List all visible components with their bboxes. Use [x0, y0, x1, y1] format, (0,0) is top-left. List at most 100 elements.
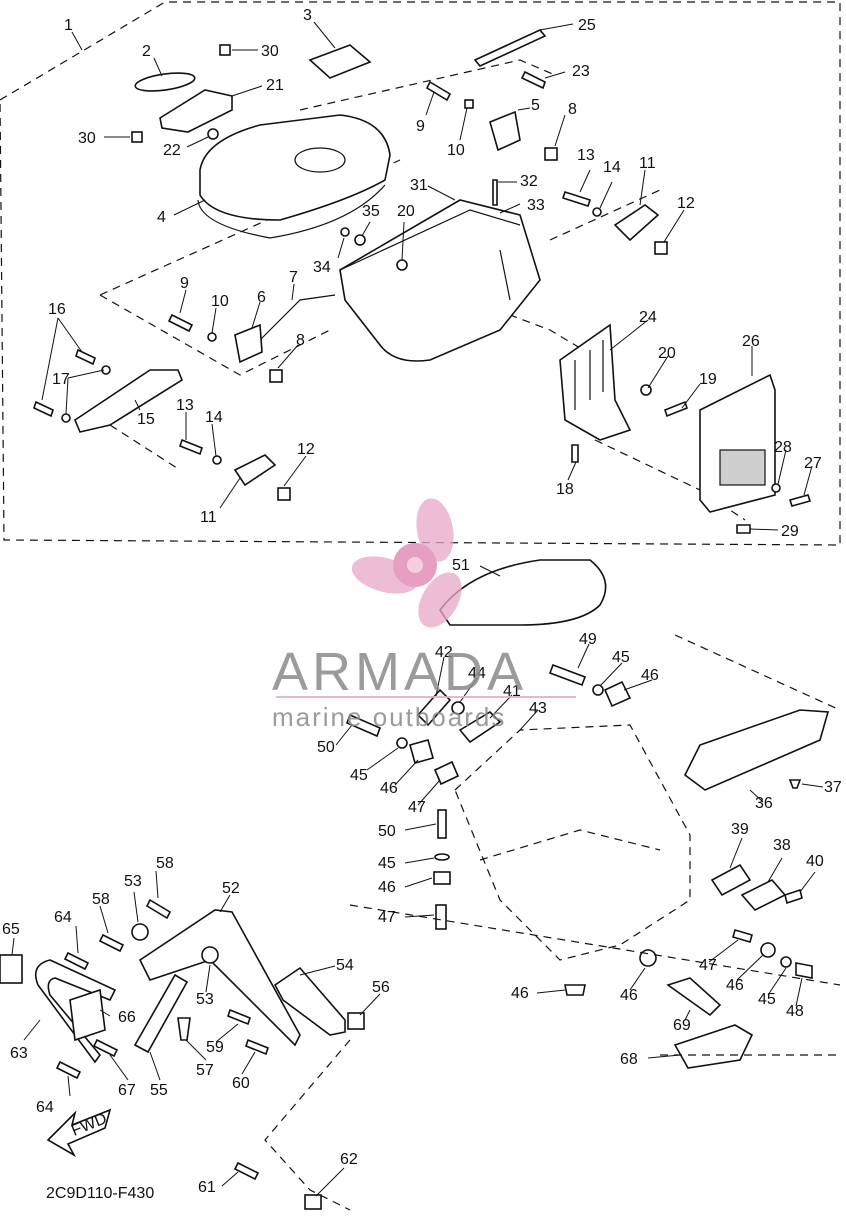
part-8-nut-b	[269, 369, 283, 383]
part-62-cap	[304, 1194, 322, 1210]
callout-22: 22	[163, 142, 181, 159]
part-21-lock	[159, 89, 233, 133]
callout-62: 62	[340, 1151, 358, 1168]
part-11-bracket-b	[233, 454, 277, 487]
callout-44: 44	[468, 665, 486, 682]
part-6-latch	[234, 323, 263, 364]
part-15-mount-bracket	[74, 369, 183, 433]
part-31-case-edge	[339, 209, 521, 271]
callout-47: 47	[699, 957, 717, 974]
callout-45: 45	[378, 855, 396, 872]
callout-50: 50	[317, 739, 335, 756]
part-42-bracket	[416, 688, 452, 727]
part-61-bolt	[233, 1161, 260, 1181]
part-50-bolt-a	[345, 713, 382, 738]
part-12-nut	[654, 241, 668, 255]
part-2-seal	[134, 72, 196, 92]
callout-45: 45	[758, 991, 776, 1008]
part-54-bracket	[273, 966, 346, 1036]
part-29-bolt	[736, 524, 751, 534]
part-45-washer-c	[434, 853, 450, 861]
upper-assembly-border	[0, 1, 841, 546]
part-8-nut	[544, 147, 558, 161]
callout-28: 28	[774, 439, 792, 456]
part-30-clip	[219, 44, 231, 56]
part-47-spacer-b	[435, 904, 447, 930]
callout-24: 24	[639, 309, 657, 326]
callout-68: 68	[620, 1051, 638, 1068]
part-14-washer-b	[212, 455, 222, 465]
callout-51: 51	[452, 557, 470, 574]
part-4-saddlebag-lid	[199, 114, 391, 221]
part-3-plate	[308, 44, 372, 79]
callout-69: 69	[673, 1017, 691, 1034]
part-17-washer	[61, 413, 71, 423]
callout-54: 54	[336, 957, 354, 974]
callout-15: 15	[137, 411, 155, 428]
part-58-bolt-b	[98, 933, 125, 953]
part-35-grommet	[354, 234, 366, 246]
part-13-bolt-b	[179, 438, 203, 456]
callout-20: 20	[658, 345, 676, 362]
part-11-bracket	[613, 204, 660, 242]
part-46-bushing-a	[603, 680, 632, 708]
part-40-bolt	[784, 888, 803, 905]
part-47-spacer-c	[732, 929, 753, 943]
part-13-bolt	[561, 190, 592, 208]
part-20-washer	[396, 259, 408, 271]
callout-66: 66	[118, 1009, 136, 1026]
part-case-lower-body	[454, 724, 691, 961]
callout-13: 13	[577, 147, 595, 164]
part-52-mounting-stay	[138, 909, 301, 1047]
callout-39: 39	[731, 821, 749, 838]
callout-48: 48	[786, 1003, 804, 1020]
callout-30: 30	[78, 130, 96, 147]
callout-11: 11	[200, 509, 217, 526]
diagram-code: 2C9D110-F430	[46, 1185, 154, 1202]
part-26-side-panel	[699, 373, 776, 513]
part-41-clamp	[458, 710, 502, 744]
part-10-washer	[464, 99, 474, 109]
part-44-washer	[451, 701, 465, 715]
callout-34: 34	[313, 259, 331, 276]
callout-30: 30	[261, 43, 279, 60]
part-63-guard-bar	[34, 959, 117, 1064]
callout-42: 42	[435, 644, 453, 661]
part-32-pin	[492, 179, 498, 206]
callout-53: 53	[196, 991, 214, 1008]
callout-16: 16	[48, 301, 66, 318]
part-30-clip	[131, 131, 143, 143]
callout-12: 12	[297, 441, 315, 458]
part-46-bushing-f	[564, 984, 586, 996]
callout-37: 37	[824, 779, 842, 796]
callout-10: 10	[447, 142, 465, 159]
part-55-brace	[133, 973, 189, 1054]
callout-65: 65	[2, 921, 20, 938]
callout-46: 46	[511, 985, 529, 1002]
callout-2: 2	[142, 43, 151, 60]
callout-55: 55	[150, 1082, 168, 1099]
part-60-bolt	[245, 1038, 269, 1056]
part-16-bolt	[75, 348, 96, 366]
part-7-cable	[254, 294, 336, 346]
part-46-bushing-c	[433, 871, 451, 885]
part-9-bolt	[425, 80, 452, 102]
callout-14: 14	[603, 159, 621, 176]
part-22-washer	[207, 128, 219, 140]
part-39-gasket	[710, 863, 752, 897]
watermark-brand: ARMADA	[272, 642, 527, 702]
callout-59: 59	[206, 1039, 224, 1056]
part-31-saddlebag-case	[339, 199, 541, 362]
guide-line	[349, 904, 841, 986]
part-26-grille	[719, 449, 766, 486]
part-37-screw	[788, 779, 802, 789]
part-36-side-rail	[683, 709, 830, 791]
callout-6: 6	[257, 289, 266, 306]
callout-5: 5	[531, 97, 540, 114]
part-5-latch	[489, 110, 521, 152]
callout-14: 14	[205, 409, 223, 426]
callout-3: 3	[303, 7, 312, 24]
part-31-case-edge	[499, 249, 511, 301]
part-53-bolt-a	[131, 923, 149, 941]
callout-4: 4	[157, 209, 166, 226]
